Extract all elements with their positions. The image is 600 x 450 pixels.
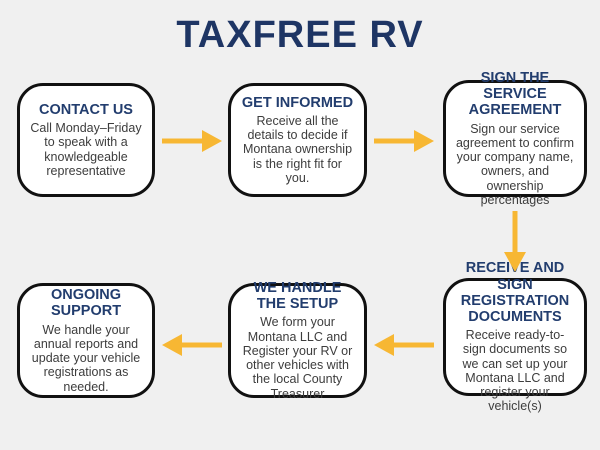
step-heading: GET INFORMED <box>241 94 354 111</box>
step-box-sign-service-agreement: SIGN THE SERVICE AGREEMENT Sign our serv… <box>443 70 587 207</box>
arrow-left-icon <box>374 334 434 356</box>
step-body: We handle your annual reports and update… <box>31 322 141 394</box>
step-box-receive-sign-registration: RECEIVE AND SIGN REGISTRATION DOCUMENTS … <box>443 260 587 413</box>
step-box-ongoing-support: ONGOING SUPPORT We handle your annual re… <box>17 283 155 398</box>
step-body: Receive ready-to-sign documents so we ca… <box>462 328 568 414</box>
step-box-contact-us: CONTACT US Call Monday–Friday to speak w… <box>17 83 155 197</box>
step-box-we-handle-setup: WE HANDLE THE SETUP We form your Montana… <box>228 280 367 401</box>
step-heading: CONTACT US <box>39 101 133 118</box>
step-body: We form your Montana LLC and Register yo… <box>242 315 353 401</box>
arrow-down-icon <box>504 211 526 272</box>
arrow-left-icon <box>162 334 222 356</box>
page-title: TAXFREE RV <box>176 14 424 56</box>
step-heading: ONGOING SUPPORT <box>50 287 122 320</box>
step-body: Call Monday–Friday to speak with a knowl… <box>30 121 142 178</box>
step-box-get-informed: GET INFORMED Receive all the details to … <box>228 83 367 197</box>
arrow-right-icon <box>162 130 222 152</box>
step-heading: SIGN THE SERVICE AGREEMENT <box>468 69 562 119</box>
step-body: Sign our service agreement to confirm yo… <box>455 121 575 207</box>
step-heading: RECEIVE AND SIGN REGISTRATION DOCUMENTS <box>460 260 570 325</box>
step-body: Receive all the details to decide if Mon… <box>242 113 353 185</box>
step-heading: WE HANDLE THE SETUP <box>253 280 342 313</box>
arrow-right-icon <box>374 130 434 152</box>
